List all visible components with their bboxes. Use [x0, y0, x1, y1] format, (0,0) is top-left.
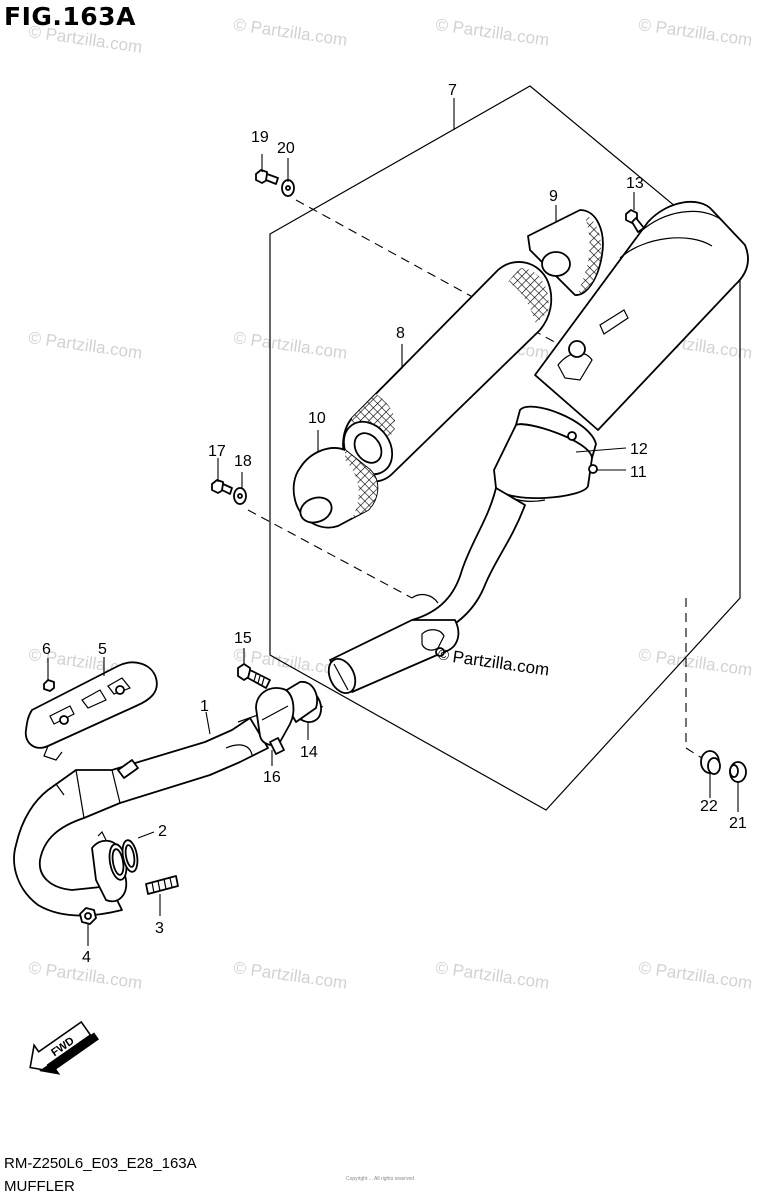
collar-21 [729, 761, 747, 783]
grommet-22 [700, 750, 721, 775]
nut [79, 907, 97, 925]
copyright-note: Copyright ... All rights reserved [345, 1176, 415, 1182]
callout-22: 22 [700, 798, 718, 815]
guide-line [247, 509, 413, 599]
callout-11: 11 [630, 464, 647, 481]
callout-18: 18 [234, 453, 252, 470]
callout-15: 15 [234, 630, 252, 647]
clamp [255, 687, 295, 755]
callout-4: 4 [82, 949, 91, 966]
callout-2: 2 [158, 823, 167, 840]
assembly-frame [269, 85, 741, 811]
callout-13: 13 [626, 175, 644, 192]
callout-20: 20 [277, 140, 295, 157]
callout-12: 12 [630, 441, 648, 458]
leader-line [137, 831, 155, 839]
figure-title: FIG.163A [4, 2, 136, 31]
callout-10: 10 [308, 410, 326, 427]
bolt-19 [255, 169, 279, 185]
end-cap-front [292, 447, 379, 529]
copyright-icon: © [438, 647, 449, 664]
callout-1: 1 [200, 698, 209, 715]
guide-line [295, 199, 561, 346]
callout-19: 19 [251, 129, 269, 146]
leader-line [385, 344, 403, 385]
fwd-arrow-icon: FWD [29, 1020, 100, 1075]
bolt-17 [211, 479, 233, 495]
washer-20 [281, 179, 295, 197]
callout-16: 16 [263, 769, 281, 786]
leader-line [575, 447, 627, 453]
clamp-bolt [237, 663, 271, 689]
screw-13 [625, 209, 645, 233]
exhaust-pipe [13, 714, 269, 917]
diagram-code: RM-Z250L6_E03_E28_163A [4, 1155, 197, 1172]
end-cap-rear [527, 209, 604, 296]
callout-9: 9 [549, 188, 558, 205]
callout-3: 3 [155, 920, 164, 937]
callout-6: 6 [42, 641, 51, 658]
diagram-name: MUFFLER [4, 1178, 75, 1195]
washer-18 [233, 487, 247, 505]
callout-21: 21 [729, 815, 747, 832]
small-bolt [43, 679, 55, 692]
callout-14: 14 [300, 744, 318, 761]
brand-label: Partzilla.com [451, 647, 550, 679]
stud [145, 875, 179, 895]
muffler-body [327, 201, 749, 694]
leader-line [205, 711, 211, 735]
callout-17: 17 [208, 443, 226, 460]
callout-8: 8 [396, 325, 405, 342]
callout-7: 7 [448, 82, 457, 99]
callout-5: 5 [98, 641, 107, 658]
heat-protector [24, 661, 158, 761]
